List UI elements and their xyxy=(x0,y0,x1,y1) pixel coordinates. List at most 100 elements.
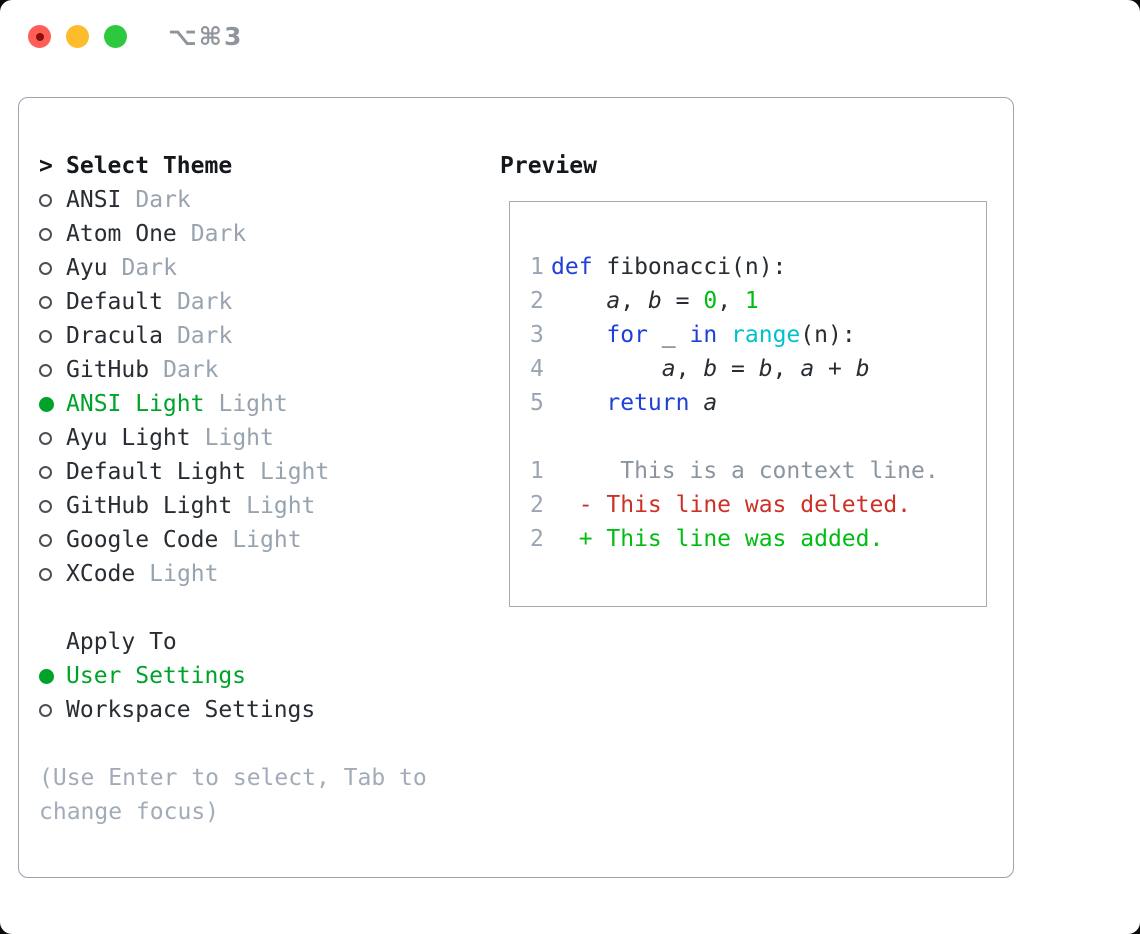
apply-option[interactable]: Workspace Settings xyxy=(39,693,315,727)
code-token: , xyxy=(772,356,801,382)
theme-name: Ayu xyxy=(66,255,108,281)
radio-unselected-icon xyxy=(39,261,52,275)
theme-option[interactable]: Ayu Light Light xyxy=(39,421,329,455)
theme-name: Atom One xyxy=(66,221,177,247)
theme-variant: Light xyxy=(246,493,316,519)
theme-list-title: Select Theme xyxy=(66,153,233,179)
code-token: - This line was deleted. xyxy=(551,492,912,518)
code-line: 4 a, b = b, a + b xyxy=(530,352,986,386)
theme-option[interactable]: GitHub Dark xyxy=(39,353,329,387)
theme-name: Ayu Light xyxy=(66,425,191,451)
theme-name: Default Light xyxy=(66,459,247,485)
theme-option[interactable]: Atom One Dark xyxy=(39,217,329,251)
theme-variant: Dark xyxy=(163,357,219,383)
code-token: _ xyxy=(647,322,690,348)
code-token: , xyxy=(717,288,745,314)
keyboard-shortcut-label: ⌥⌘3 xyxy=(168,22,244,51)
theme-name: ANSI Light xyxy=(66,391,205,417)
radio-unselected-icon xyxy=(39,533,52,547)
line-number: 2 xyxy=(530,492,544,518)
theme-option[interactable]: Default Light Light xyxy=(39,455,329,489)
code-token: range xyxy=(731,322,801,348)
apply-to-title: Apply To xyxy=(66,629,177,655)
radio-unselected-icon xyxy=(39,499,52,513)
code-token xyxy=(689,390,703,416)
line-number: 5 xyxy=(530,390,544,416)
code-token xyxy=(551,288,606,314)
code-line: 2 - This line was deleted. xyxy=(530,488,986,522)
theme-name: Dracula xyxy=(66,323,163,349)
code-token: , xyxy=(675,356,704,382)
theme-variant: Dark xyxy=(121,255,177,281)
radio-selected-icon xyxy=(39,396,54,412)
code-token: b xyxy=(703,356,718,382)
code-token: return xyxy=(606,390,690,416)
line-number: 4 xyxy=(530,356,544,382)
code-token: b xyxy=(855,356,870,382)
code-token: a xyxy=(800,356,815,382)
code-token: b xyxy=(758,356,773,382)
code-token: , xyxy=(620,288,648,314)
code-line: 3 for _ in range(n): xyxy=(530,318,986,352)
code-token: 1 xyxy=(744,288,759,314)
minimize-button[interactable] xyxy=(66,25,89,48)
radio-unselected-icon xyxy=(39,465,52,479)
theme-name: GitHub xyxy=(66,357,150,383)
code-token: = xyxy=(717,356,759,382)
radio-unselected-icon xyxy=(39,193,52,207)
close-button[interactable] xyxy=(28,25,51,48)
theme-variant: Dark xyxy=(190,221,247,247)
radio-unselected-icon xyxy=(39,703,52,717)
theme-variant: Light xyxy=(204,425,274,451)
theme-variant: Light xyxy=(149,561,219,587)
radio-unselected-icon xyxy=(39,431,52,445)
theme-name: Default xyxy=(66,289,163,315)
code-token xyxy=(717,322,731,348)
preview-title: Preview xyxy=(500,153,597,179)
theme-name: GitHub Light xyxy=(66,493,233,519)
code-token: (n): xyxy=(800,322,856,348)
code-token xyxy=(551,322,606,348)
help-text: (Use Enter to select, Tab to change focu… xyxy=(39,765,427,825)
line-number: 1 xyxy=(530,254,544,280)
theme-option[interactable]: XCode Light xyxy=(39,557,329,591)
radio-selected-icon xyxy=(39,668,54,684)
zoom-button[interactable] xyxy=(104,25,127,48)
radio-unselected-icon xyxy=(39,227,52,241)
theme-option[interactable]: GitHub Light Light xyxy=(39,489,329,523)
code-token: + xyxy=(814,356,856,382)
theme-option[interactable]: Ayu Dark xyxy=(39,251,329,285)
code-token: a xyxy=(661,356,676,382)
radio-unselected-icon xyxy=(39,295,52,309)
line-number: 1 xyxy=(530,458,544,484)
code-token: This is a context line. xyxy=(551,458,939,484)
theme-variant: Light xyxy=(260,459,330,485)
code-token: + This line was added. xyxy=(551,526,884,552)
apply-to-header-row: Apply To xyxy=(39,625,315,659)
window-controls xyxy=(28,25,142,48)
prompt-icon: > xyxy=(39,153,53,179)
apply-option[interactable]: User Settings xyxy=(39,659,315,693)
line-number: 2 xyxy=(530,288,544,314)
code-token: a xyxy=(703,390,718,416)
theme-option[interactable]: ANSI Light Light xyxy=(39,387,329,421)
theme-variant: Light xyxy=(232,527,302,553)
code-line: 5 return a xyxy=(530,386,986,420)
apply-option-label: User Settings xyxy=(66,663,247,689)
code-token: for xyxy=(606,322,648,348)
code-token: 0 xyxy=(703,288,718,314)
theme-name: XCode xyxy=(66,561,136,587)
theme-name: ANSI xyxy=(66,187,122,213)
theme-variant: Light xyxy=(218,391,288,417)
radio-unselected-icon xyxy=(39,567,52,581)
code-token: fibonacci(n): xyxy=(592,254,787,280)
